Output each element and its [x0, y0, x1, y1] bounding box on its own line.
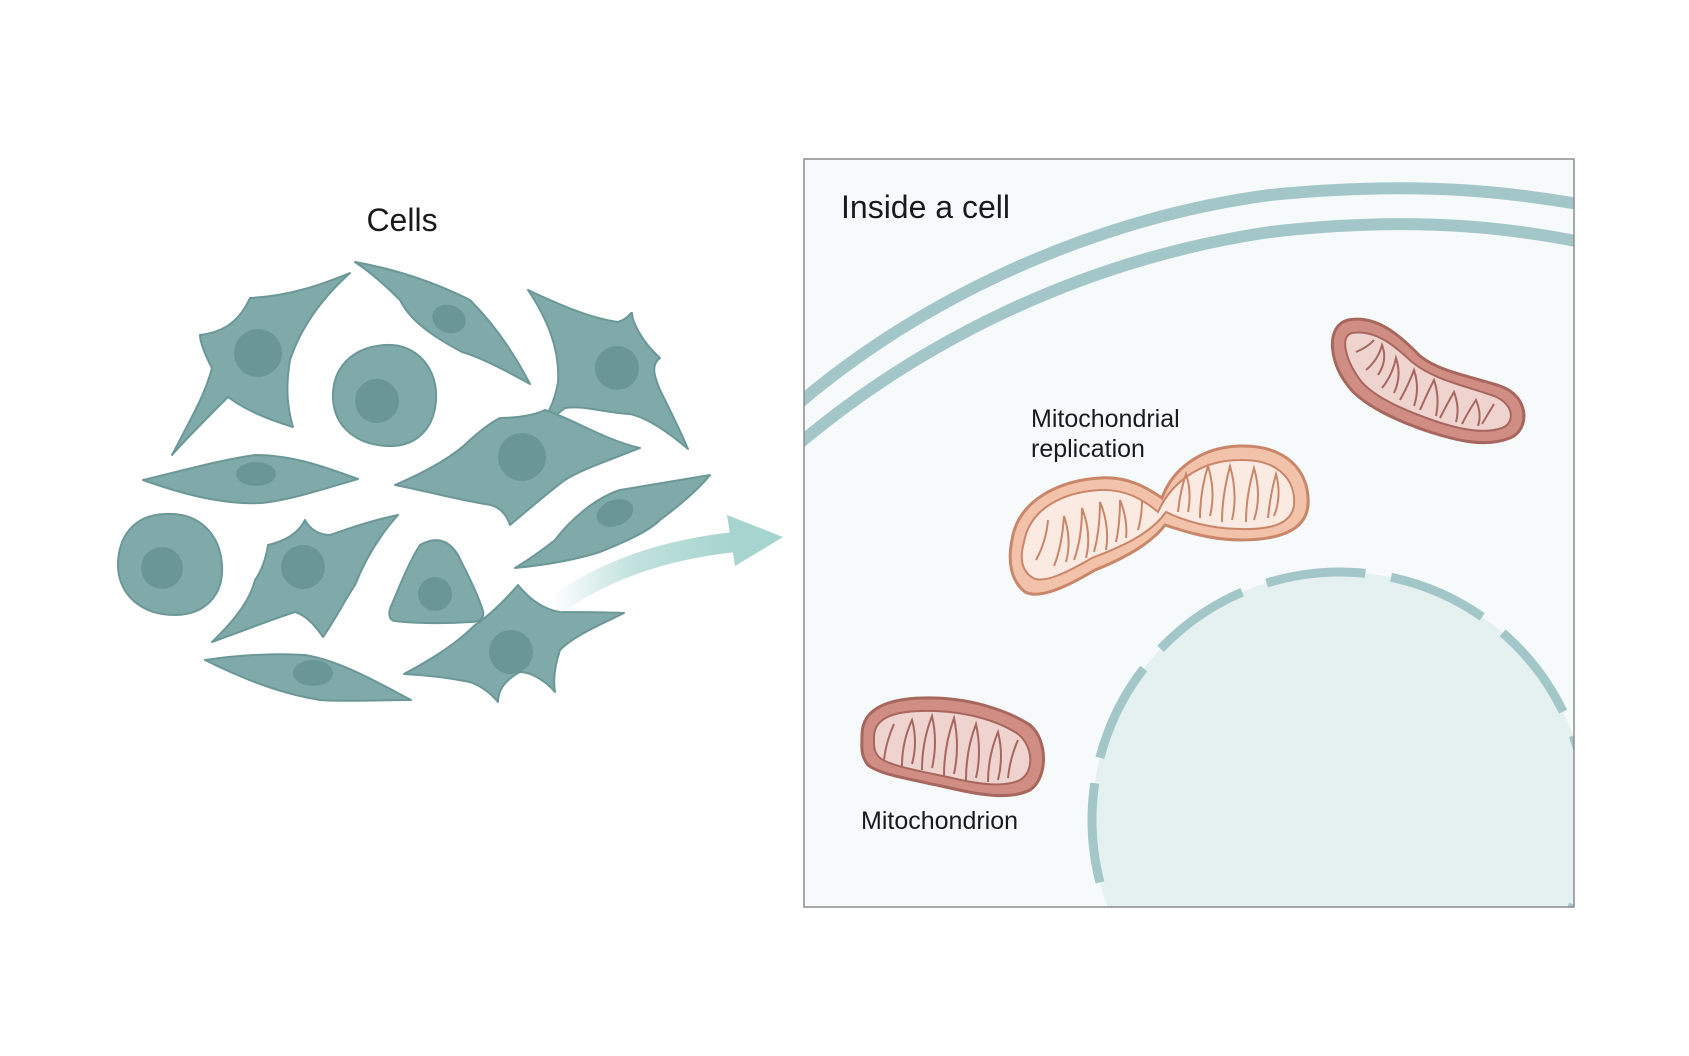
mitochondrion-bottom-left: [860, 696, 1045, 798]
nucleus: [355, 379, 399, 423]
nucleus: [595, 346, 639, 390]
nucleus-large: [1087, 567, 1574, 907]
mitochondrion-top-right: [1330, 317, 1526, 445]
nucleus: [418, 577, 452, 611]
nucleus: [498, 433, 546, 481]
cell-nuclei: [141, 304, 639, 686]
replication-label-line1: Mitochondrial: [1031, 405, 1180, 433]
nucleus: [236, 462, 276, 486]
nucleus: [596, 499, 634, 527]
nucleus: [281, 545, 325, 589]
cell-cluster: [116, 261, 711, 703]
zoom-arrow: [546, 515, 783, 617]
nucleus: [489, 630, 533, 674]
cell-membrane: [804, 182, 1574, 448]
inside-cell-panel: Inside a cell Mitochondrial replication …: [803, 158, 1575, 908]
nucleus: [234, 329, 282, 377]
cells-label: Cells: [366, 202, 437, 238]
replication-label-line2: replication: [1031, 435, 1145, 463]
mitochondrion-replicating: [1008, 444, 1310, 596]
nucleus: [293, 660, 333, 686]
panel-border: [803, 158, 1575, 908]
nucleus: [432, 304, 466, 334]
inside-cell-label: Inside a cell: [841, 189, 1010, 225]
nucleus: [141, 547, 183, 589]
mitochondrion-label: Mitochondrion: [861, 807, 1018, 835]
